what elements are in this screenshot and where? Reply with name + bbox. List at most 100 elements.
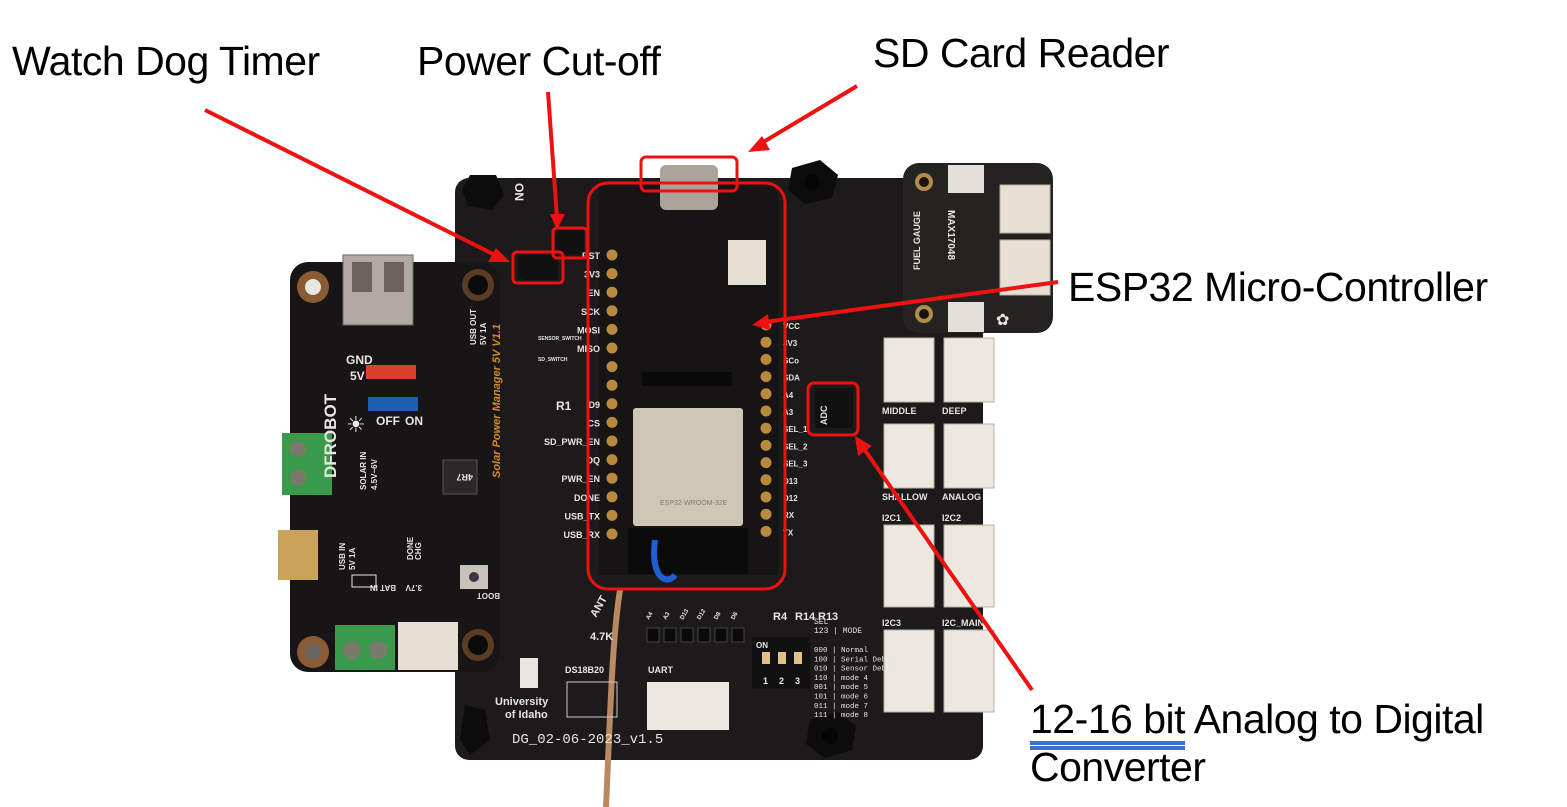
- pin-hole: [606, 379, 618, 391]
- header-pin: [680, 627, 694, 643]
- connector-label: I2C1: [882, 513, 901, 523]
- 5v-label: 5V: [350, 369, 365, 383]
- pin-hole: [760, 353, 772, 365]
- pin-hole: [606, 491, 618, 503]
- dip-switch-toggle[interactable]: [762, 652, 770, 664]
- inductor-label: 4R7: [456, 472, 473, 482]
- jst-connector: [943, 337, 995, 403]
- header-label: D8: [714, 611, 723, 621]
- pin-hole: [606, 305, 618, 317]
- right-pin-label: SCo: [783, 356, 799, 365]
- pin-hole: [760, 457, 772, 469]
- connector-label: I2C3: [882, 618, 901, 628]
- pin-hole: [606, 361, 618, 373]
- pin-hole: [606, 416, 618, 428]
- pin-hole: [606, 528, 618, 540]
- right-pin-label: SDA: [783, 374, 800, 383]
- adc-highlight-box: [806, 381, 860, 437]
- right-pin-label: 3V3: [783, 339, 798, 348]
- connector-label: DEEP: [942, 406, 967, 416]
- adc-callout-rest: Analog to Digital: [1185, 696, 1485, 742]
- adafruit-star-icon: ✿: [996, 312, 1009, 329]
- right-pin-headers: [760, 319, 772, 537]
- dip-switch-toggle[interactable]: [794, 652, 802, 664]
- watchdog-timer-callout: Watch Dog Timer: [12, 38, 320, 84]
- right-pin-label: SEL_2: [783, 442, 808, 451]
- usb-in-rating: 5V 1A: [348, 548, 357, 570]
- pin-hole: [760, 491, 772, 503]
- power-cutoff-arrow: [546, 91, 559, 219]
- left-pin-label: 3V3: [584, 270, 600, 280]
- sd-card-reader-callout: SD Card Reader: [873, 30, 1170, 76]
- header-pin: [731, 627, 745, 643]
- left-pin-label: PWR_EN: [561, 474, 600, 484]
- dfrobot-logo: DFROBOT: [321, 393, 340, 478]
- pin-hole: [760, 405, 772, 417]
- sd-card-highlight-box: [639, 155, 739, 193]
- bat-voltage-label: 3.7V: [405, 583, 422, 592]
- mode-table-row: 101 | mode 6: [814, 694, 869, 702]
- fuel-gauge-title: FUEL GAUGE: [912, 211, 922, 270]
- bat-in-label: BAT IN: [370, 583, 396, 592]
- pin-hole: [606, 249, 618, 261]
- connector-label: SHALLOW: [882, 492, 928, 502]
- sun-icon: ☀: [346, 412, 366, 437]
- mode-table-row: 011 | mode 7: [814, 703, 868, 711]
- header-pin: [714, 627, 728, 643]
- power-cutoff-highlight-box: [551, 226, 589, 260]
- annotation-overlay: [511, 155, 860, 591]
- pin-hole: [606, 509, 618, 521]
- header-label: D13: [680, 608, 691, 621]
- watchdog-highlight-box: [511, 250, 565, 285]
- battery-icon: [351, 574, 377, 588]
- header-pin: [663, 627, 677, 643]
- pin-hole: [606, 268, 618, 280]
- sd-card-arrow: [758, 84, 859, 146]
- boot-label: BOOT: [477, 591, 500, 600]
- gnd-label: GND: [346, 353, 373, 367]
- adc-callout: 12-16 bit Analog to Digital Converter: [1030, 695, 1484, 792]
- left-pin-headers: [606, 249, 618, 540]
- power-cutoff-callout: Power Cut-off: [417, 38, 661, 84]
- connector-label: MIDDLE: [882, 406, 917, 416]
- pin-hole: [606, 323, 618, 335]
- adc-chip-label: ADC: [819, 405, 829, 425]
- fuel-gauge-chip-label: MAX17048: [945, 210, 956, 260]
- pullup-label: 4.7K: [590, 631, 613, 643]
- chg-label: CHG: [414, 542, 423, 560]
- r13-label: R13: [818, 611, 838, 623]
- pin-hole: [760, 336, 772, 348]
- uart-connector: [647, 682, 729, 730]
- right-pin-label: TX: [783, 528, 794, 537]
- sensor-switch-label: SENSOR_SWITCH: [538, 336, 582, 342]
- left-pin-label: SCK: [581, 307, 601, 317]
- off-label: OFF: [376, 414, 400, 428]
- pin-hole: [760, 525, 772, 537]
- left-pin-label: DQ: [587, 456, 601, 466]
- r14-label: R14: [795, 611, 816, 623]
- pin-hole: [760, 422, 772, 434]
- dip-number: 2: [779, 676, 784, 686]
- r4-label: R4: [773, 611, 788, 623]
- right-pin-label: SEL_1: [783, 425, 808, 434]
- usb-out-label: USB OUT: [469, 309, 478, 345]
- solar-board-title: Solar Power Manager 5V V1.1: [491, 324, 503, 478]
- header-pin: [646, 627, 660, 643]
- right-pin-label: RX: [783, 511, 795, 520]
- jst-connector: [883, 423, 935, 489]
- pin-hole: [606, 342, 618, 354]
- dip-switch-toggle[interactable]: [778, 652, 786, 664]
- connector-label: I2C2: [942, 513, 961, 523]
- sel-header: SEL: [814, 618, 829, 627]
- dip-number: 1: [763, 676, 768, 686]
- right-pin-label: VCC: [783, 322, 800, 331]
- usb-out-rating: 5V 1A: [479, 323, 488, 345]
- left-pin-label: USB_RX: [563, 530, 600, 540]
- left-pin-label: USB_TX: [564, 511, 600, 521]
- esp32-module-label: ESP32-WROOM-32E: [660, 500, 728, 507]
- mode-header: 123 | MODE: [814, 627, 862, 636]
- dip-on-label: ON: [756, 641, 768, 650]
- university-label: University: [495, 696, 549, 708]
- annotation-arrows: [204, 84, 1059, 692]
